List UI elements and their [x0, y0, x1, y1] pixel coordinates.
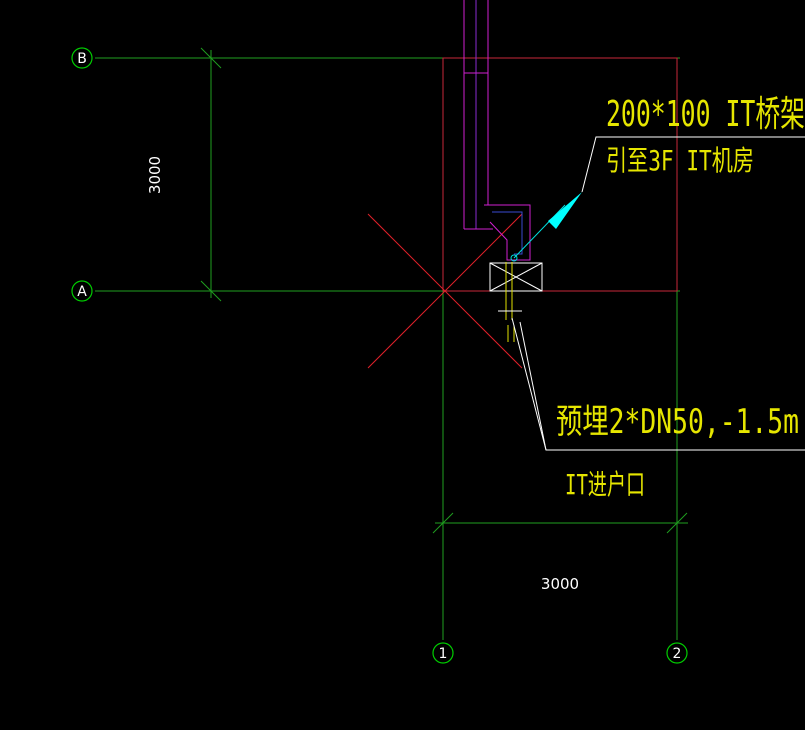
- axis-bubble-b[interactable]: B: [71, 47, 93, 69]
- dimension-text-horizontal: 3000: [541, 575, 579, 593]
- axis-bubble-2[interactable]: 2: [666, 642, 688, 664]
- callout-leaders: [511, 136, 805, 451]
- dimension-vertical: [200, 47, 222, 302]
- axis-label-1: 1: [439, 646, 448, 662]
- dimension-text-vertical: 3000: [146, 156, 164, 194]
- entry-label-note: IT进户口: [565, 468, 645, 501]
- axis-label-2: 2: [673, 646, 682, 662]
- column-cross-marker: [367, 213, 523, 369]
- tray-route-note: 引至3F IT机房: [606, 144, 754, 177]
- embed-spec-note: 预埋2*DN50,-1.5m: [556, 402, 799, 442]
- axis-bubble-a[interactable]: A: [71, 280, 93, 302]
- tray-spec-note: 200*100 IT桥架: [606, 94, 805, 135]
- axis-bubble-1[interactable]: 1: [432, 642, 454, 664]
- dimension-horizontal: [432, 512, 688, 534]
- entry-box: [489, 262, 543, 292]
- leader-arrow: [510, 192, 582, 262]
- room-outline: [442, 57, 678, 292]
- axis-label-a: A: [77, 284, 87, 300]
- axis-label-b: B: [77, 51, 87, 67]
- embedded-conduit: [505, 262, 515, 342]
